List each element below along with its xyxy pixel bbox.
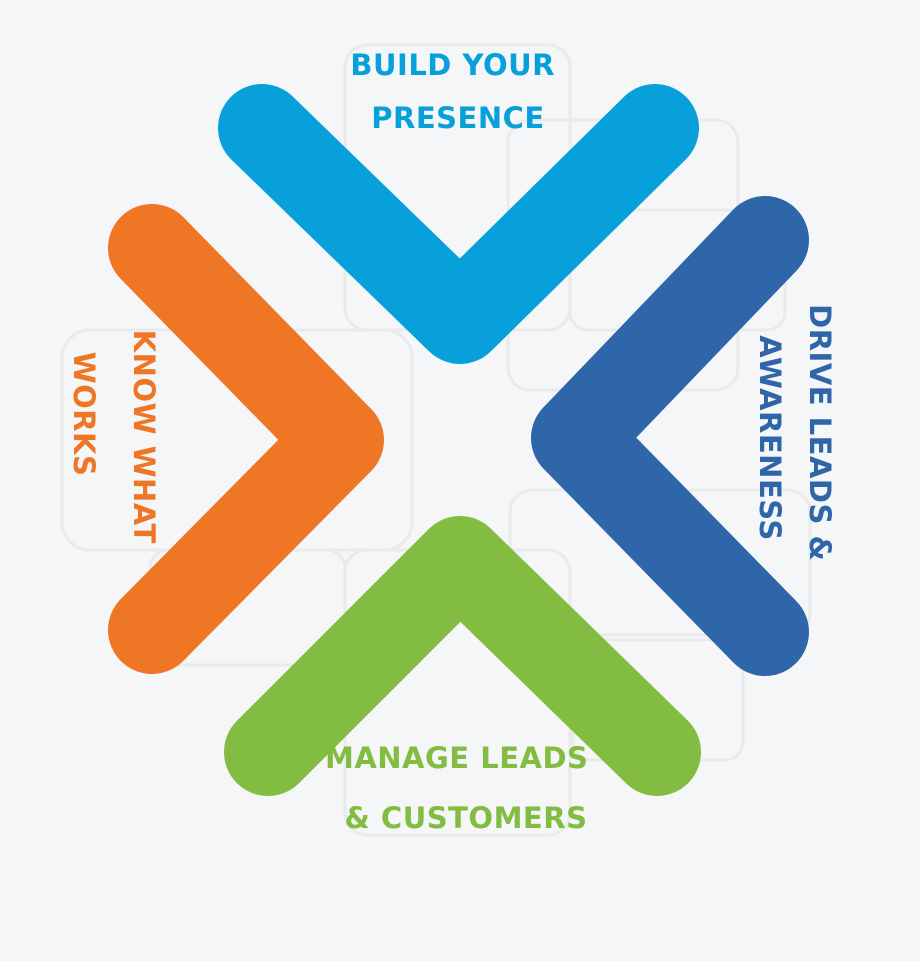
- build-presence-label: BUILD YOUR PRESENCE: [350, 48, 565, 135]
- manage-label-line-2: & CUSTOMERS: [345, 801, 588, 835]
- drive-leads-chevron: [531, 196, 809, 676]
- svg-text:MANAGE LEADS & CUSTOMERS: MANAGE LEADS & CUSTOMERS: [325, 741, 599, 835]
- manage-leads-label: MANAGE LEADS & CUSTOMERS: [325, 741, 599, 835]
- know-label-line-1: KNOW WHAT: [127, 330, 161, 544]
- build-label-line-1: BUILD YOUR: [350, 48, 555, 82]
- build-presence-chevron: [218, 84, 699, 364]
- know-label-line-2: WORKS: [67, 352, 101, 477]
- svg-text:DRIVE LEADS & AWARENESS: DRIVE LEADS & AWARENESS: [753, 304, 837, 572]
- svg-text:KNOW WHAT WORKS: KNOW WHAT WORKS: [67, 330, 161, 555]
- build-label-line-2: PRESENCE: [371, 101, 544, 135]
- background-outline-shapes: [60, 43, 812, 837]
- manage-label-line-1: MANAGE LEADS: [325, 741, 588, 775]
- drive-label-line-1: DRIVE LEADS &: [803, 304, 837, 561]
- manage-leads-chevron: [224, 516, 701, 796]
- drive-label-line-2: AWARENESS: [753, 335, 787, 540]
- know-what-works-chevron: [108, 204, 384, 674]
- svg-text:BUILD YOUR PRESENCE: BUILD YOUR PRESENCE: [350, 48, 565, 135]
- know-what-works-label: KNOW WHAT WORKS: [67, 330, 161, 555]
- drive-leads-label: DRIVE LEADS & AWARENESS: [753, 304, 837, 572]
